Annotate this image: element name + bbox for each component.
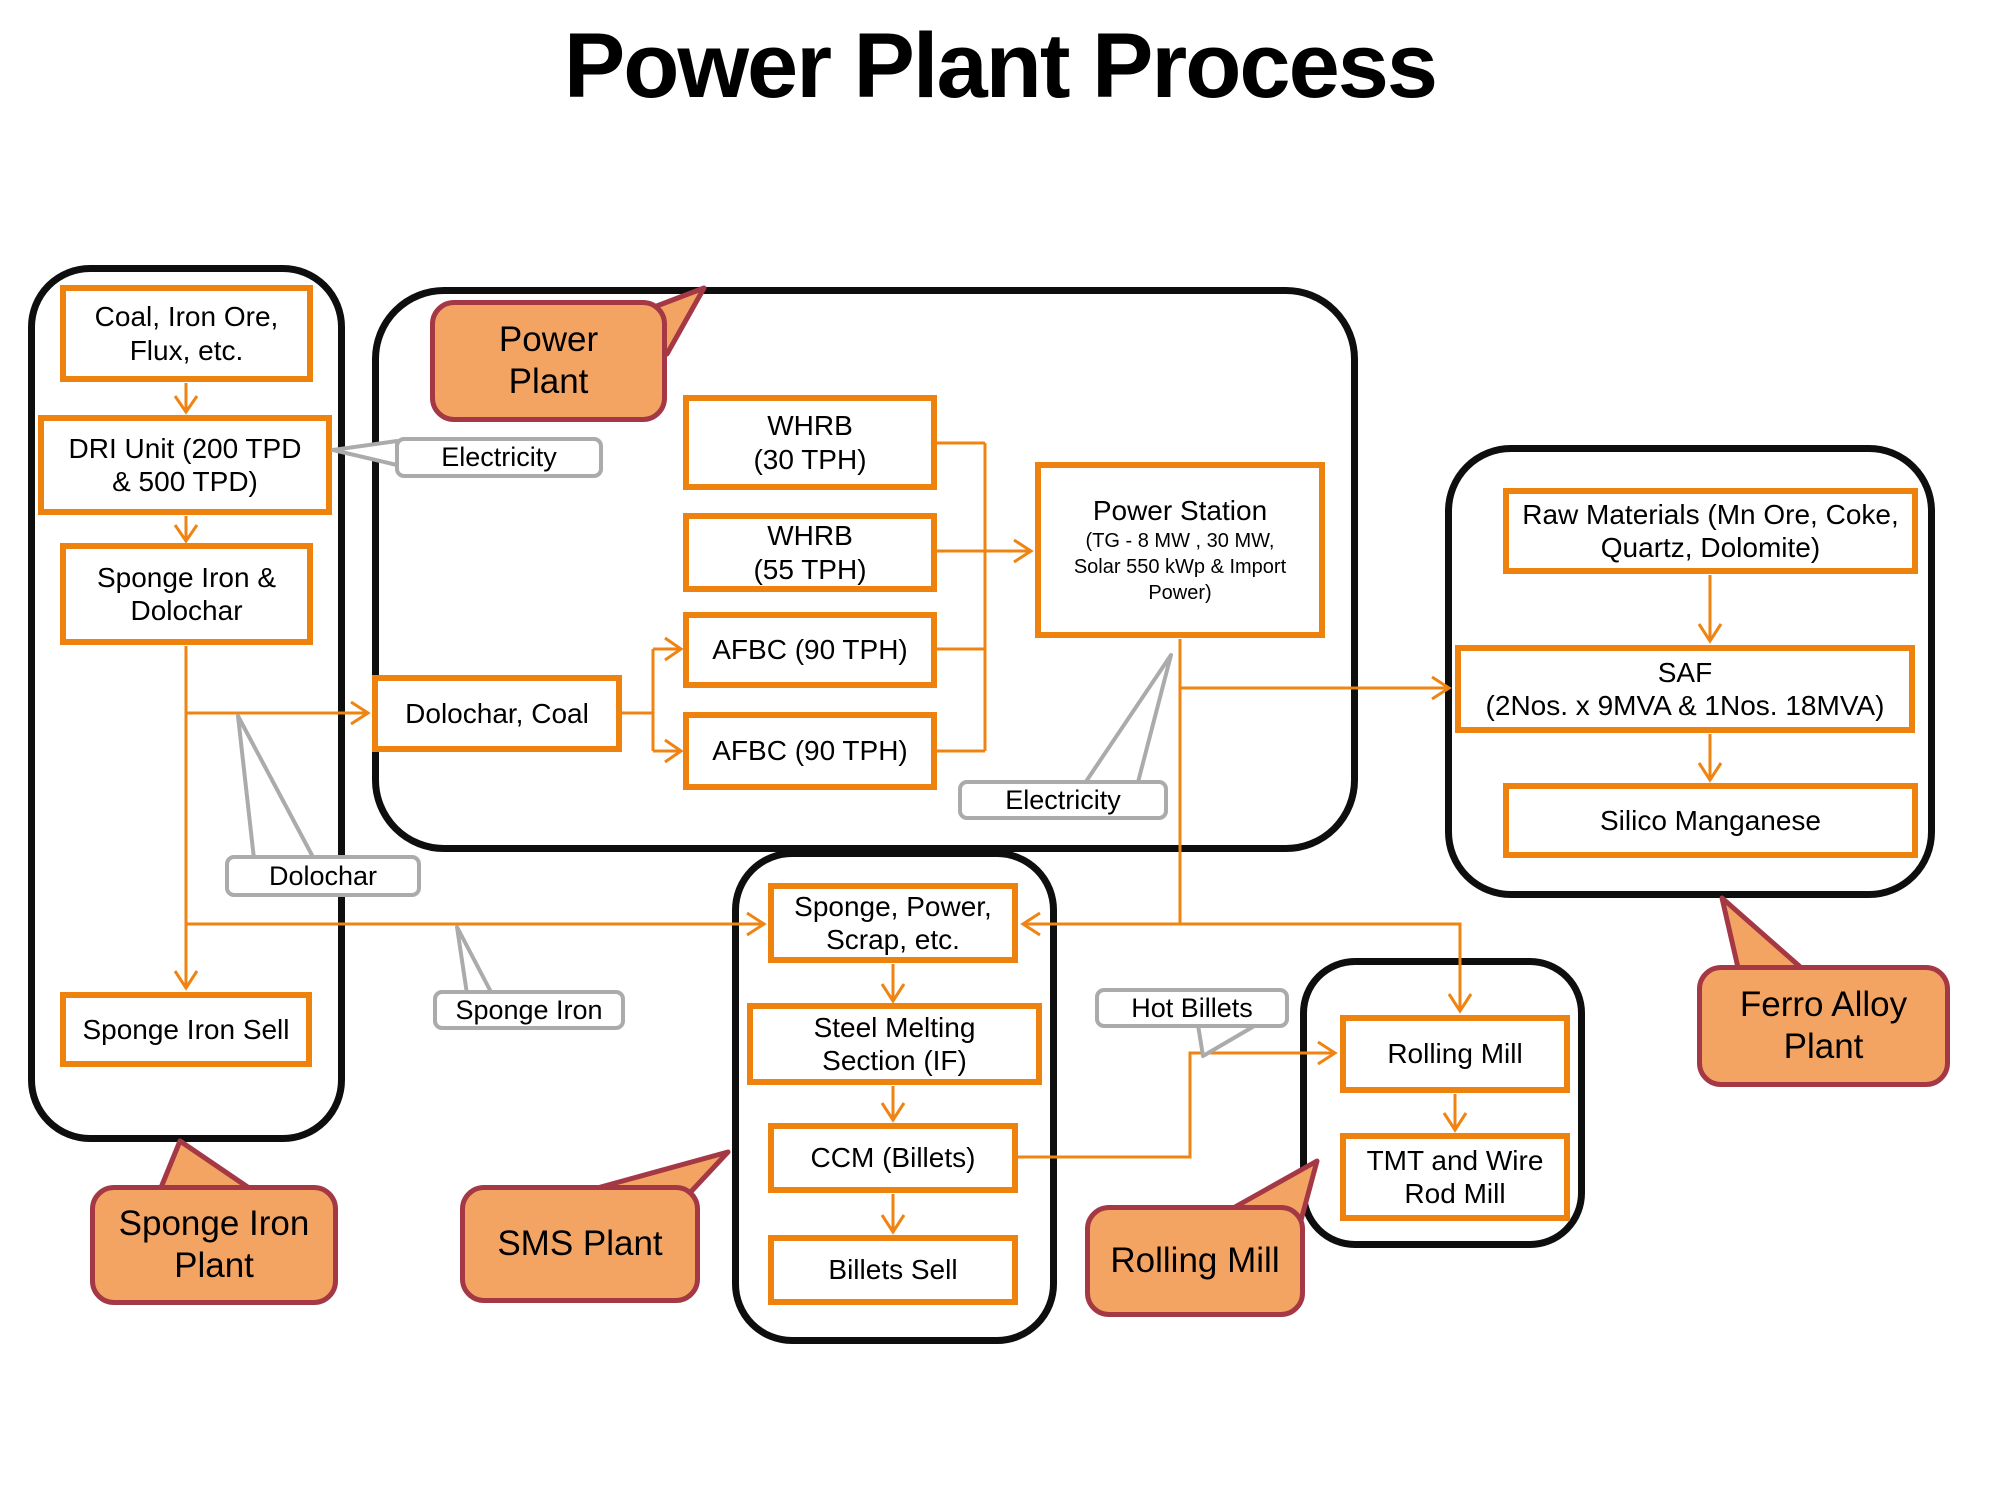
box-silico-manganese: Silico Manganese [1503,783,1918,858]
box-raw-materials: Raw Materials (Mn Ore, Coke, Quartz, Dol… [1503,488,1918,574]
callout-dolochar: Dolochar [225,855,421,897]
container-rolling-mill [1300,958,1585,1248]
box-ccm-billets: CCM (Billets) [768,1123,1018,1193]
box-billets-sell: Billets Sell [768,1235,1018,1305]
box-power-station: Power Station (TG - 8 MW , 30 MW, Solar … [1035,462,1325,638]
box-sponge-iron-sell: Sponge Iron Sell [60,992,312,1067]
callout-electricity-station: Electricity [958,780,1168,820]
box-tmt-wire-rod-mill: TMT and Wire Rod Mill [1340,1133,1570,1221]
callout-electricity-dri: Electricity [395,437,603,478]
container-sponge-iron-plant [28,265,345,1142]
bubble-ferro-alloy-plant: Ferro Alloy Plant [1697,965,1950,1087]
bubble-sms-plant: SMS Plant [460,1185,700,1303]
callout-hot-billets: Hot Billets [1095,988,1289,1028]
container-power-plant [372,287,1358,852]
box-whrb-30-tph: WHRB (30 TPH) [683,395,937,490]
box-steel-melting-section: Steel Melting Section (IF) [747,1003,1042,1085]
container-sms-plant [732,850,1057,1344]
power-station-detail: (TG - 8 MW , 30 MW, Solar 550 kWp & Impo… [1073,529,1287,604]
page-title: Power Plant Process [563,15,1438,117]
bubble-power-plant: Power Plant [430,300,667,422]
box-afbc-90-tph-2: AFBC (90 TPH) [683,712,937,790]
callout-sponge-iron: Sponge Iron [433,990,625,1030]
box-coal-iron-ore-flux: Coal, Iron Ore, Flux, etc. [60,285,313,382]
box-afbc-90-tph-1: AFBC (90 TPH) [683,612,937,688]
box-saf: SAF (2Nos. x 9MVA & 1Nos. 18MVA) [1455,645,1915,733]
box-sponge-power-scrap: Sponge, Power, Scrap, etc. [768,883,1018,963]
box-whrb-55-tph: WHRB (55 TPH) [683,513,937,592]
box-rolling-mill: Rolling Mill [1340,1015,1570,1093]
box-sponge-iron-dolochar: Sponge Iron & Dolochar [60,543,313,645]
bubble-rolling-mill: Rolling Mill [1085,1205,1305,1317]
power-station-title: Power Station [1092,495,1268,527]
box-dri-unit: DRI Unit (200 TPD & 500 TPD) [38,415,332,515]
bubble-sponge-iron-plant: Sponge Iron Plant [90,1185,338,1305]
box-dolochar-coal: Dolochar, Coal [372,675,622,752]
container-ferro-alloy-plant [1445,445,1935,898]
